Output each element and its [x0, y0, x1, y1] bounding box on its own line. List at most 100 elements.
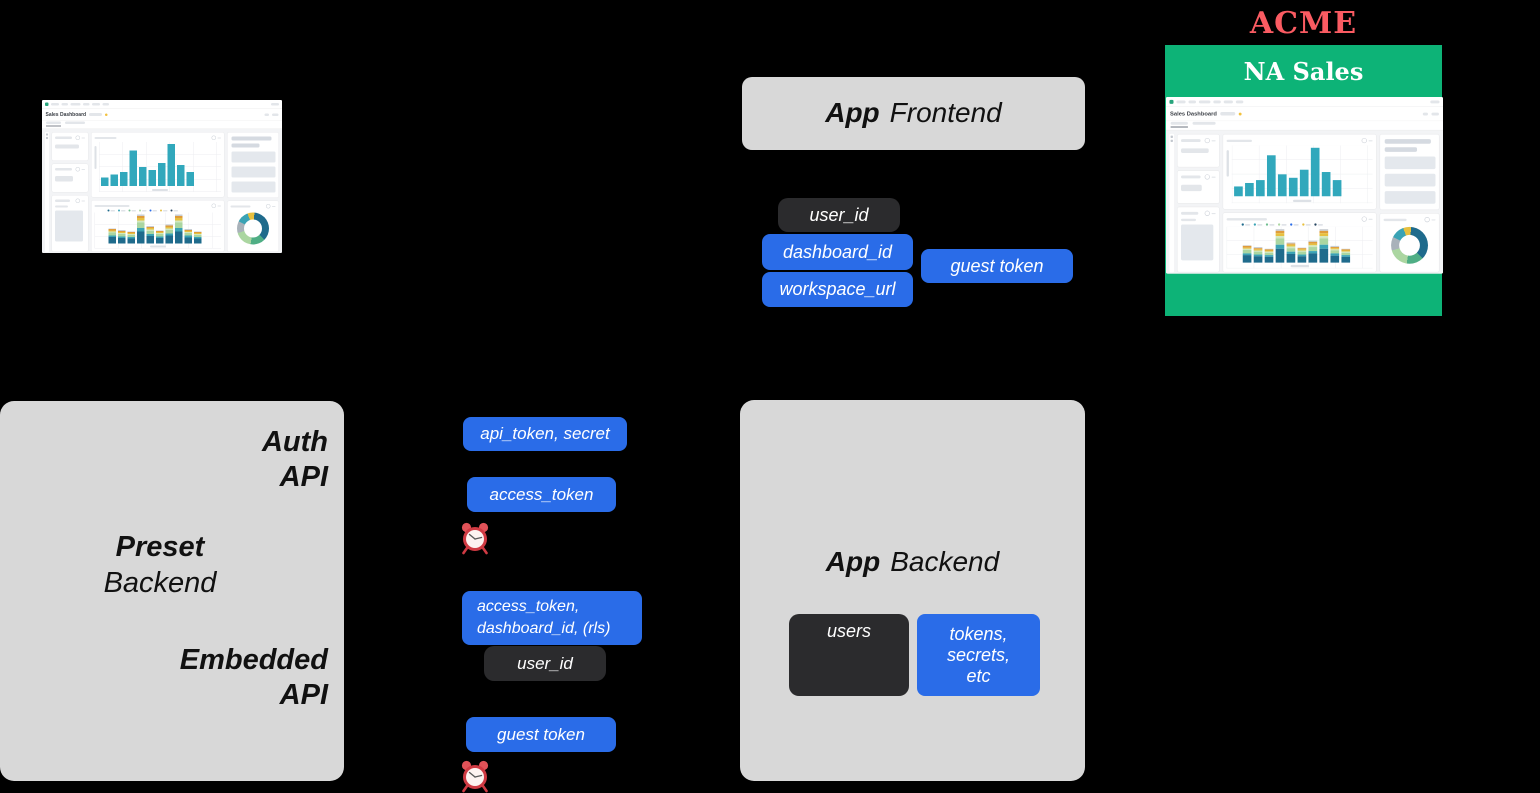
- stacked-segment: [1308, 242, 1318, 244]
- sales-dashboard-mock: Sales Dashboard: [42, 100, 282, 253]
- stacked-segment: [156, 233, 164, 235]
- auth-api-label: Auth API: [261, 426, 328, 493]
- x-axis-label: [1290, 264, 1309, 268]
- stacked-segment: [118, 232, 126, 234]
- stacked-segment: [194, 234, 202, 237]
- stacked-segment: [127, 238, 135, 244]
- stacked-segment: [165, 233, 173, 236]
- stacked-segment: [137, 218, 145, 221]
- chart-title-pill: [94, 136, 117, 139]
- donut-chart-card: [1379, 212, 1440, 273]
- stacked-segment: [175, 214, 183, 216]
- stacked-segment: [194, 238, 202, 244]
- bar: [1288, 177, 1298, 197]
- stacked-segment: [1275, 230, 1285, 234]
- bar: [167, 144, 175, 186]
- stacked-segment: [127, 233, 135, 235]
- bar: [1256, 180, 1265, 197]
- stacked-segment: [1319, 235, 1329, 239]
- chip-guest-token-flow: guest token: [466, 717, 616, 752]
- preset-label-rest: Backend: [103, 567, 217, 599]
- legend-item: [1290, 223, 1299, 226]
- legend-dot: [149, 209, 152, 212]
- right-column: [1379, 133, 1440, 273]
- legend-label-pill: [163, 209, 168, 212]
- stacked-segment: [1275, 233, 1285, 236]
- chip-dashboard-id: dashboard_id: [762, 234, 913, 270]
- stacked-bar: [1264, 248, 1274, 263]
- stacked-segment: [1308, 243, 1318, 246]
- draft-status-dot: [1238, 112, 1242, 116]
- stacked-segment: [108, 230, 116, 232]
- decor: [1226, 216, 1373, 222]
- dashboard-tabs: [1166, 121, 1443, 131]
- legend-dot: [1241, 223, 1244, 226]
- stacked-segment: [194, 232, 202, 234]
- stacked-segment: [1330, 247, 1340, 250]
- stacked-segment: [1242, 253, 1252, 256]
- stacked-segment: [1319, 233, 1329, 236]
- stacked-bar: [137, 214, 145, 244]
- filter-card: [1176, 206, 1220, 273]
- decor: [94, 142, 221, 192]
- decor: [230, 204, 276, 209]
- stacked-segment: [108, 228, 116, 230]
- users-store: users: [789, 614, 909, 696]
- nav-menu-pill: [61, 102, 68, 106]
- draft-status-dot: [105, 113, 108, 116]
- filter-card: [51, 195, 89, 252]
- text-list-card: [227, 132, 279, 198]
- filter-block: [55, 210, 83, 242]
- bar: [148, 170, 156, 186]
- tokens-secrets-store: tokens, secrets, etc: [917, 614, 1040, 696]
- legend-label-pill: [131, 209, 136, 212]
- stacked-segment: [137, 215, 145, 219]
- app-logo-icon: [45, 102, 49, 106]
- stacked-segment: [1275, 235, 1285, 239]
- stacked-segment: [1275, 238, 1285, 245]
- stacked-segment: [1319, 229, 1329, 231]
- bar-chart-card: [1222, 133, 1377, 210]
- stacked-segment: [156, 231, 164, 233]
- list-row-block: [231, 181, 276, 193]
- card-title-pill: [1181, 211, 1199, 215]
- stacked-segment: [1242, 248, 1252, 251]
- list-row-block: [1384, 156, 1436, 170]
- stacked-segment: [1330, 249, 1340, 251]
- nav-menu-pill: [1235, 100, 1244, 104]
- chip-user-id-frontend: user_id: [778, 198, 900, 232]
- more-icon: [81, 137, 85, 139]
- bar: [120, 172, 128, 186]
- decor: [55, 198, 85, 203]
- donut-chart: [1391, 226, 1428, 264]
- filter-card: [1176, 133, 1220, 168]
- tab-pill: [65, 121, 85, 124]
- dashboard-screenshot-embedded: Sales Dashboard: [1166, 97, 1443, 274]
- stacked-segment: [194, 236, 202, 239]
- acme-embed-frame: NA Sales Sales Dashboard: [1165, 45, 1443, 316]
- stacked-segment: [137, 220, 145, 223]
- stacked-segment: [1330, 253, 1340, 256]
- stacked-segment: [1253, 247, 1263, 249]
- stacked-bar: [1253, 247, 1263, 263]
- stacked-segment: [1275, 229, 1285, 231]
- nav-menu-pill: [92, 102, 100, 106]
- legend-dot: [1253, 223, 1257, 226]
- filter-block: [1181, 224, 1214, 261]
- legend-label-pill: [1257, 223, 1263, 226]
- strip-icon: [1170, 139, 1173, 143]
- stacked-segment: [137, 231, 145, 244]
- stacked-segment: [1264, 255, 1274, 257]
- stacked-bar: [146, 226, 154, 244]
- decor: [1383, 217, 1436, 223]
- dashboard-title-row: Sales Dashboard: [42, 108, 282, 121]
- filter-card: [51, 163, 89, 193]
- stacked-segment: [108, 229, 116, 231]
- left-filter-column: [51, 132, 89, 252]
- info-icon: [1204, 174, 1210, 180]
- stacked-segment: [1297, 249, 1307, 251]
- legend-label-pill: [1317, 223, 1323, 226]
- title-meta-pill: [89, 113, 103, 116]
- tab-active: [46, 121, 61, 127]
